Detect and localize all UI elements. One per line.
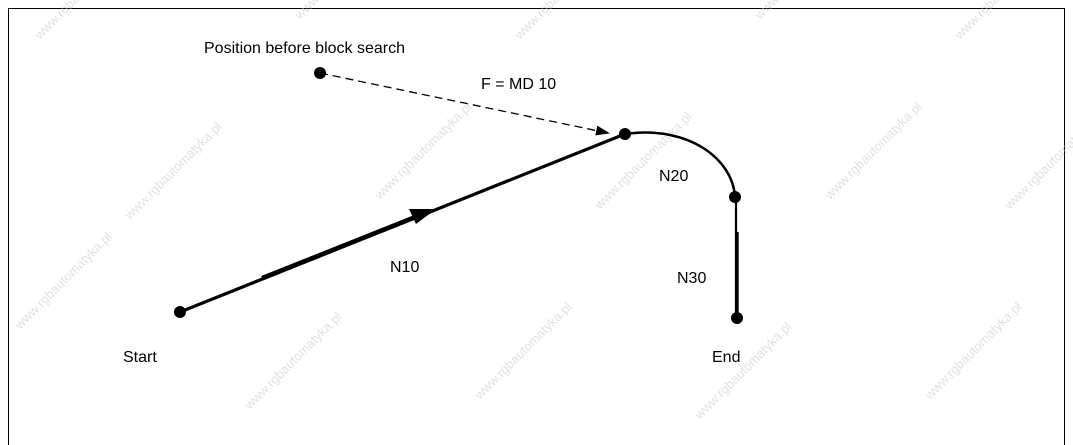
watermark-text: www.rgbautomatyka.pl xyxy=(291,0,395,23)
watermark-text: www.rgbautomatyka.pl xyxy=(371,99,475,203)
start-point-marker xyxy=(174,306,186,318)
diagram-frame xyxy=(8,8,1065,445)
watermark-text: www.rgbautomatyka.pl xyxy=(921,299,1025,403)
label-position-before-search: Position before block search xyxy=(204,40,405,57)
label-n30: N30 xyxy=(677,270,706,287)
segment-n20-arc xyxy=(624,131,737,198)
watermark-text: www.rgbautomatyka.pl xyxy=(241,309,345,413)
watermark-text: www.rgbautomatyka.pl xyxy=(11,229,115,333)
watermark-text: www.rgbautomatyka.pl xyxy=(591,109,695,213)
watermark-text: www.rgbautomatyka.pl xyxy=(691,319,795,423)
point-before-search-marker xyxy=(314,67,326,79)
watermark-text: www.rgbautomatyka.pl xyxy=(31,0,135,43)
point-n10-end-marker xyxy=(619,128,631,140)
label-n10: N10 xyxy=(390,259,419,276)
point-n20-end-marker xyxy=(729,191,741,203)
watermark-text: www.rgbautomatyka.pl xyxy=(511,0,615,43)
end-point-marker xyxy=(731,312,743,324)
direction-arrow-icon xyxy=(409,209,436,224)
label-n20: N20 xyxy=(659,168,688,185)
watermark-text: www.rgbautomatyka.pl xyxy=(1001,109,1073,213)
label-feed-rate: F = MD 10 xyxy=(481,76,556,93)
segment-n10-emphasis xyxy=(261,213,421,280)
label-end: End xyxy=(712,349,740,366)
watermark-text: www.rgbautomatyka.pl xyxy=(471,299,575,403)
watermark-text: www.rgbautomatyka.pl xyxy=(751,0,855,23)
watermark-text: www.rgbautomatyka.pl xyxy=(951,0,1055,43)
watermark-text: www.rgbautomatyka.pl xyxy=(821,99,925,203)
label-start: Start xyxy=(123,349,157,366)
approach-dashed-line xyxy=(319,72,610,136)
watermark-text: www.rgbautomatyka.pl xyxy=(121,119,225,223)
